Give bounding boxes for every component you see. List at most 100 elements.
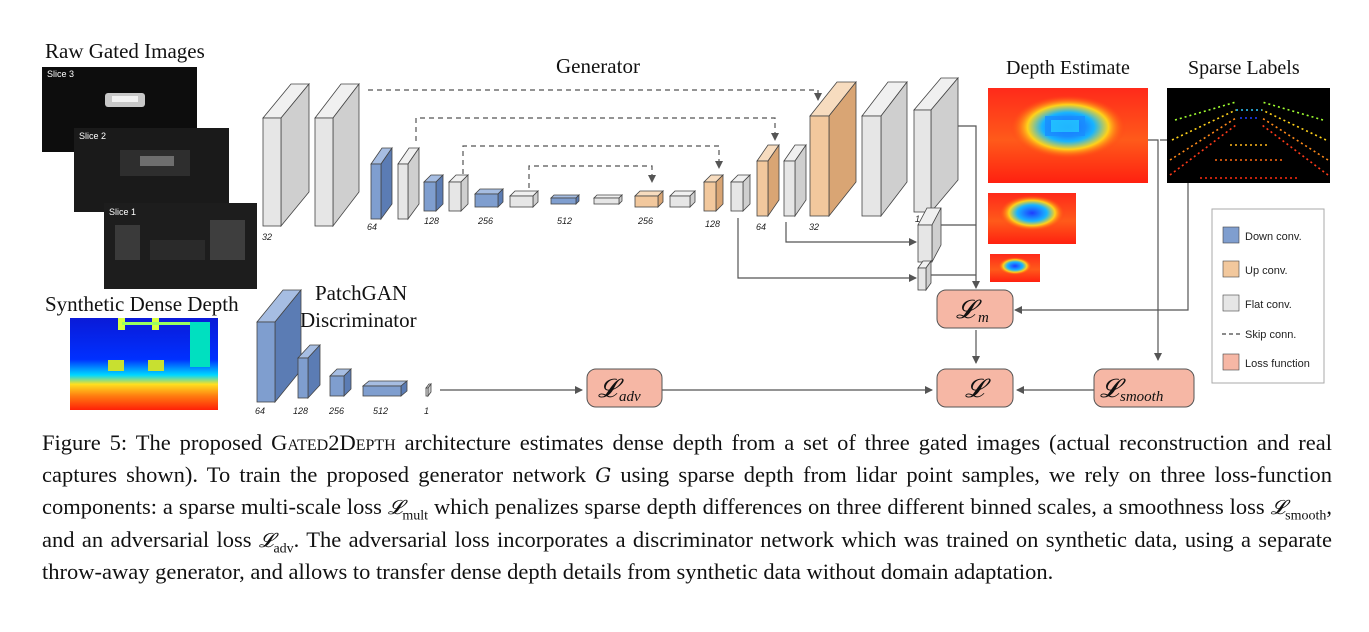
legend: Down conv. Up conv. Flat conv. Skip conn… (1211, 208, 1325, 384)
caption-text-4: , and an adversarial loss (42, 494, 1332, 552)
gated-slice-1-image: Slice 1 (104, 203, 257, 289)
caption-loss-smooth-sub: smooth (1285, 508, 1327, 524)
gen-channel-label: 512 (557, 216, 572, 226)
disc-channel-label: 1 (424, 406, 429, 416)
gen-layer-flat-32c (861, 80, 908, 218)
disc-layer-output-1 (425, 382, 432, 398)
gen-layer-flat-512 (593, 194, 623, 205)
disc-channel-label: 512 (373, 406, 388, 416)
disc-channel-label: 128 (293, 406, 308, 416)
gen-channel-label: 32 (809, 222, 819, 232)
legend-swatch-loss (1222, 353, 1240, 371)
generator-network (262, 76, 959, 292)
sparse-labels-image (1167, 88, 1330, 183)
caption-label: Figure 5: The proposed (42, 430, 272, 455)
gen-layer-down-256 (474, 188, 504, 208)
gen-layer-flat-32b (314, 82, 360, 228)
loss-m-subscript: m (978, 310, 989, 326)
figure-caption: Figure 5: The proposed Gated2Depth archi… (42, 427, 1332, 588)
caption-loss-symbol: 𝓛 (387, 495, 403, 519)
synthetic-depth-image (70, 318, 218, 410)
caption-text-3: which penalizes sparse depth differences… (428, 494, 1271, 519)
architecture-diagram: Raw Gated Images Slice 3 Slice 2 Slice 1… (42, 39, 1330, 416)
generator-label: Generator (556, 54, 640, 78)
caption-text-1: architecture estimates dense depth from … (42, 430, 1332, 487)
slice-1-label: Slice 1 (109, 207, 136, 217)
depth-estimate-scale-2 (988, 193, 1076, 244)
disc-channel-label: 64 (255, 406, 265, 416)
loss-box-adv: 𝓛 adv (586, 368, 663, 408)
skip-connection-1 (368, 89, 822, 101)
gen-scale-output-2 (917, 207, 942, 263)
generator-channel-labels: 32 64 128 256 512 256 128 64 32 1 (262, 214, 920, 242)
gen-scale-output-3 (917, 259, 932, 292)
skip-connections (368, 89, 822, 188)
gen-channel-label: 128 (424, 216, 439, 226)
legend-loss-label: Loss function (1245, 358, 1310, 370)
caption-text-5: . The adversarial loss incorporates a di… (42, 526, 1332, 585)
disc-layer-down-512 (361, 380, 409, 397)
discriminator-channel-labels: 64 128 256 512 1 (255, 406, 429, 416)
disc-channel-label: 256 (328, 406, 344, 416)
gen-layer-up-32 (809, 80, 857, 218)
discriminator-label-line2: Discriminator (300, 308, 417, 332)
depth-estimate-label: Depth Estimate (1006, 57, 1130, 79)
gen-layer-flat-128 (448, 174, 469, 212)
loss-adv-subscript: adv (619, 389, 641, 405)
caption-loss-mult-sub: mult (402, 508, 429, 524)
gen-layer-flat-256 (509, 190, 539, 208)
gen-channel-label: 128 (705, 219, 720, 229)
loss-smooth-subscript: smooth (1120, 389, 1163, 405)
skip-connection-3 (462, 145, 723, 174)
legend-swatch-up (1222, 260, 1240, 278)
caption-var-g: G (595, 462, 612, 487)
legend-swatch-down (1222, 226, 1240, 244)
gen-layer-flat-32a (262, 82, 310, 228)
gated-slice-2-image: Slice 2 (74, 128, 229, 212)
skip-connection-4 (528, 165, 656, 188)
gen-channel-label: 256 (637, 216, 653, 226)
gen-channel-label: 64 (367, 222, 377, 232)
loss-box-smooth: 𝓛 smooth (1093, 368, 1195, 408)
legend-flat-label: Flat conv. (1245, 299, 1292, 311)
gen-layer-down-128 (423, 174, 444, 212)
gen-channel-label: 256 (477, 216, 493, 226)
synthetic-dense-depth-label: Synthetic Dense Depth (45, 292, 239, 316)
skip-connection-2 (415, 117, 779, 141)
legend-up-label: Up conv. (1245, 265, 1288, 277)
disc-layer-down-64 (256, 288, 302, 404)
gen-layer-flat-256b (669, 190, 696, 208)
gen-layer-flat-64 (397, 146, 420, 221)
legend-down-label: Down conv. (1245, 231, 1302, 243)
caption-loss-symbol: 𝓛 (258, 527, 274, 552)
discriminator-network (256, 288, 432, 404)
sparse-labels-label: Sparse Labels (1188, 57, 1300, 79)
disc-layer-down-256 (329, 368, 352, 397)
gen-layer-flat-64b (783, 143, 807, 218)
caption-loss-symbol: 𝓛 (1270, 495, 1286, 519)
gen-layer-down-64 (370, 146, 393, 221)
gen-channel-label: 32 (262, 232, 272, 242)
depth-estimate-image (988, 88, 1148, 183)
disc-layer-down-128 (297, 343, 321, 400)
caption-loss-adv-sub: adv (273, 541, 294, 556)
loss-box-total: 𝓛 (936, 368, 1014, 408)
slice-3-label: Slice 3 (47, 69, 74, 79)
gen-layer-down-512 (550, 194, 580, 205)
raw-gated-images-label: Raw Gated Images (45, 39, 205, 63)
slice-2-label: Slice 2 (79, 131, 106, 141)
caption-text-2: using sparse depth from lidar point samp… (42, 461, 1332, 520)
gen-layer-up-256 (634, 190, 664, 208)
gen-channel-label: 1 (915, 214, 920, 224)
loss-box-m: 𝓛 m (936, 289, 1014, 329)
gen-layer-flat-output (913, 76, 959, 214)
gen-layer-up-128 (703, 174, 724, 212)
gen-channel-label: 64 (756, 222, 766, 232)
gen-layer-flat-128b (730, 174, 751, 212)
gen-layer-up-64 (756, 143, 780, 218)
generator-output-arrows (440, 125, 1189, 394)
legend-swatch-flat (1222, 294, 1240, 312)
legend-skip-label: Skip conn. (1245, 329, 1296, 341)
caption-model-name: Gated2Depth (271, 430, 396, 455)
discriminator-label-line1: PatchGAN (315, 281, 407, 305)
